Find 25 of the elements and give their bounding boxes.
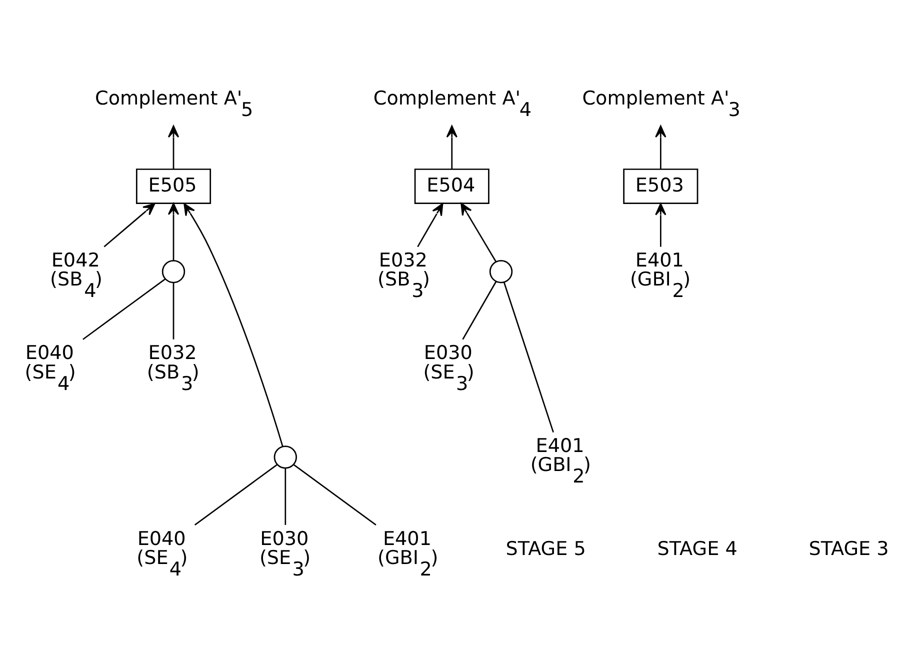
arrow — [168, 124, 180, 169]
arrow — [446, 124, 458, 169]
label: STAGE 3 — [808, 536, 889, 560]
arrow — [168, 202, 180, 260]
connector — [194, 464, 278, 525]
arrow — [655, 202, 666, 246]
connector — [462, 280, 497, 340]
arrow — [104, 202, 156, 247]
connector — [503, 282, 554, 432]
node-circle — [274, 445, 297, 468]
label: STAGE 5 — [506, 536, 586, 560]
arrow — [417, 202, 444, 247]
connector — [82, 278, 166, 340]
node-circle — [489, 260, 513, 283]
arrow — [184, 202, 284, 446]
node-box: E503 — [623, 168, 698, 204]
arrow — [655, 124, 666, 169]
node-box: E505 — [136, 168, 212, 204]
connector — [172, 282, 174, 339]
connector — [284, 468, 286, 524]
arrow — [460, 202, 496, 262]
connector — [294, 464, 376, 525]
node-circle — [162, 260, 186, 283]
label: STAGE 4 — [657, 536, 738, 560]
node-box: E504 — [414, 168, 490, 204]
